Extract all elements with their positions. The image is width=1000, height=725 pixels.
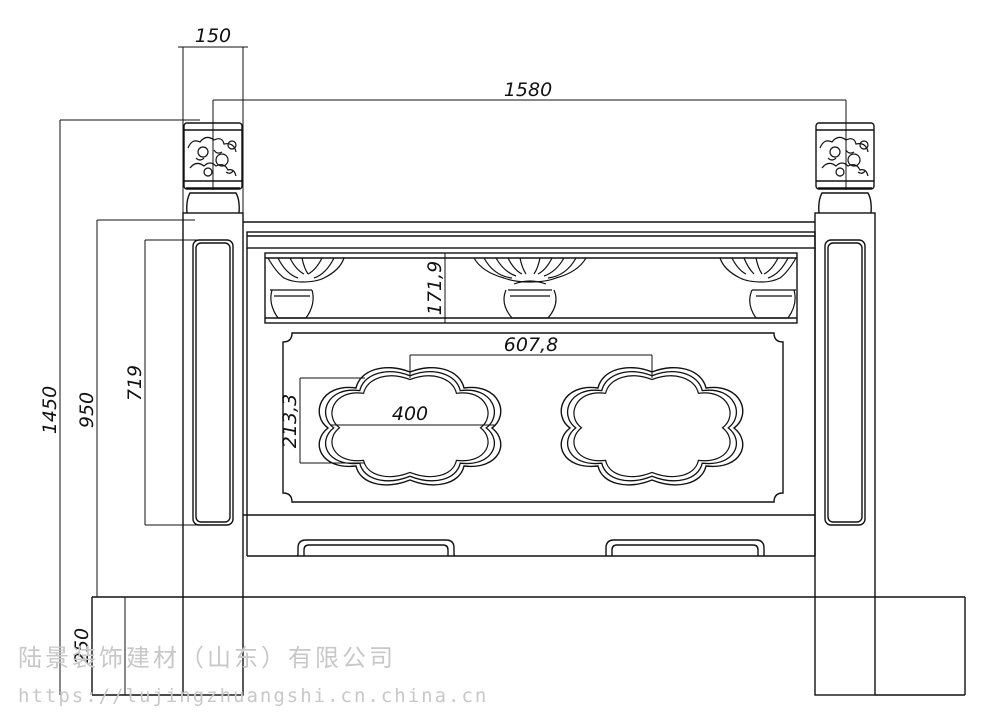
bottom-rail <box>297 539 765 556</box>
dim-upper-panel-height: 171,9 <box>424 261 446 315</box>
base-slab <box>91 596 966 696</box>
right-opening <box>560 367 744 486</box>
main-panel <box>282 332 784 503</box>
dim-opening-height: 213,3 <box>279 394 301 448</box>
center-vase-carving <box>473 257 587 319</box>
left-opening <box>318 367 502 486</box>
watermark-url: https://lujingzhuangshi.cn.china.cn <box>18 685 488 707</box>
upper-vase-panel <box>264 252 798 324</box>
railing-frame <box>243 221 816 557</box>
dimension-labels: 150 1580 1450 950 719 250 171,9 607,8 40… <box>39 25 558 664</box>
left-vase-carving <box>267 257 345 319</box>
right-vase-carving <box>719 257 797 319</box>
dimension-lines <box>59 46 847 695</box>
dim-pillar-width: 150 <box>195 25 231 47</box>
dim-overall-span: 1580 <box>504 79 552 101</box>
dim-panel-height: 719 <box>124 365 146 401</box>
left-cloud-carving <box>187 136 237 177</box>
right-pillar <box>814 122 876 696</box>
dim-total-height: 1450 <box>39 386 61 434</box>
watermark-company: 陆景装饰建材（山东）有限公司 <box>18 644 396 672</box>
dim-base-height: 250 <box>71 628 93 664</box>
dim-opening-width: 400 <box>392 403 428 425</box>
right-cloud-carving <box>819 136 869 177</box>
dim-railing-height: 950 <box>76 392 98 428</box>
watermark: 陆景装饰建材（山东）有限公司 https://lujingzhuangshi.c… <box>18 644 488 707</box>
left-pillar <box>182 122 244 696</box>
dim-opening-spacing: 607,8 <box>504 334 558 356</box>
